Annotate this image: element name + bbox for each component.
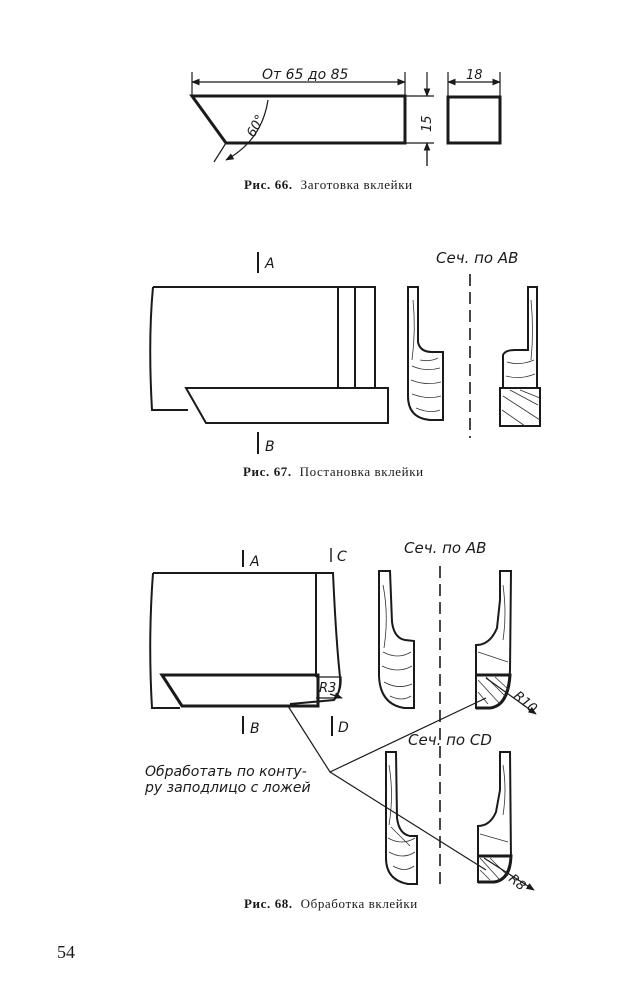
section-right-insert	[499, 387, 541, 427]
radius-cd: R8	[505, 872, 528, 895]
mark-d: D	[338, 720, 349, 736]
section-cd-left	[385, 751, 418, 885]
section-ab-label: Сеч. по AB	[404, 539, 486, 557]
section-ab-insert-edge	[476, 673, 512, 710]
section-right-grain	[501, 299, 541, 427]
section-ab-left	[378, 570, 415, 709]
angle-arc	[225, 99, 269, 161]
fig66-caption: Рис. 66. Заготовка вклейки	[244, 177, 413, 192]
dim-width-label: 18	[466, 68, 483, 83]
figure-67: A B Сеч. по AB Рис. 67. Постано	[149, 249, 541, 479]
radius-small: R3	[319, 681, 336, 696]
page-number: 54	[57, 942, 75, 962]
section-cd-insert-edge	[478, 854, 513, 884]
blank-outline	[189, 94, 407, 145]
fig68-caption: Рис. 68. Обработка вклейки	[244, 896, 418, 911]
mark-b: B	[265, 439, 275, 455]
angle-label: 60°	[244, 112, 268, 139]
cross-section-square	[446, 95, 502, 145]
figure-68: R3 A C B D Сеч. по AB	[144, 539, 540, 911]
stock-outline	[149, 572, 342, 709]
mark-a: A	[264, 256, 275, 272]
section-cd-label: Сеч. по CD	[408, 731, 492, 749]
insert-outline	[159, 673, 320, 708]
mark-b: B	[250, 721, 260, 737]
stock-outline	[149, 286, 376, 411]
section-label: Сеч. по AB	[436, 249, 518, 267]
leader-lines	[287, 697, 487, 871]
figure-66: От 65 до 85 15 18 60° Рис. 66. Заготовка…	[189, 67, 502, 192]
radius-ab: R10	[510, 689, 539, 717]
section-right-shape	[502, 286, 538, 389]
section-left-shape	[407, 286, 444, 421]
mark-a: A	[249, 554, 260, 570]
dim-height-label: 15	[420, 115, 435, 132]
dim-length-label: От 65 до 85	[262, 67, 348, 83]
section-left-grain	[410, 299, 442, 412]
fig67-caption: Рис. 67. Постановка вклейки	[243, 464, 424, 479]
insert-outline	[184, 387, 389, 424]
mark-c: C	[337, 549, 347, 565]
note-line-2: ру заподлицо с ложей	[144, 780, 311, 796]
note-line-1: Обработать по конту-	[145, 764, 307, 780]
